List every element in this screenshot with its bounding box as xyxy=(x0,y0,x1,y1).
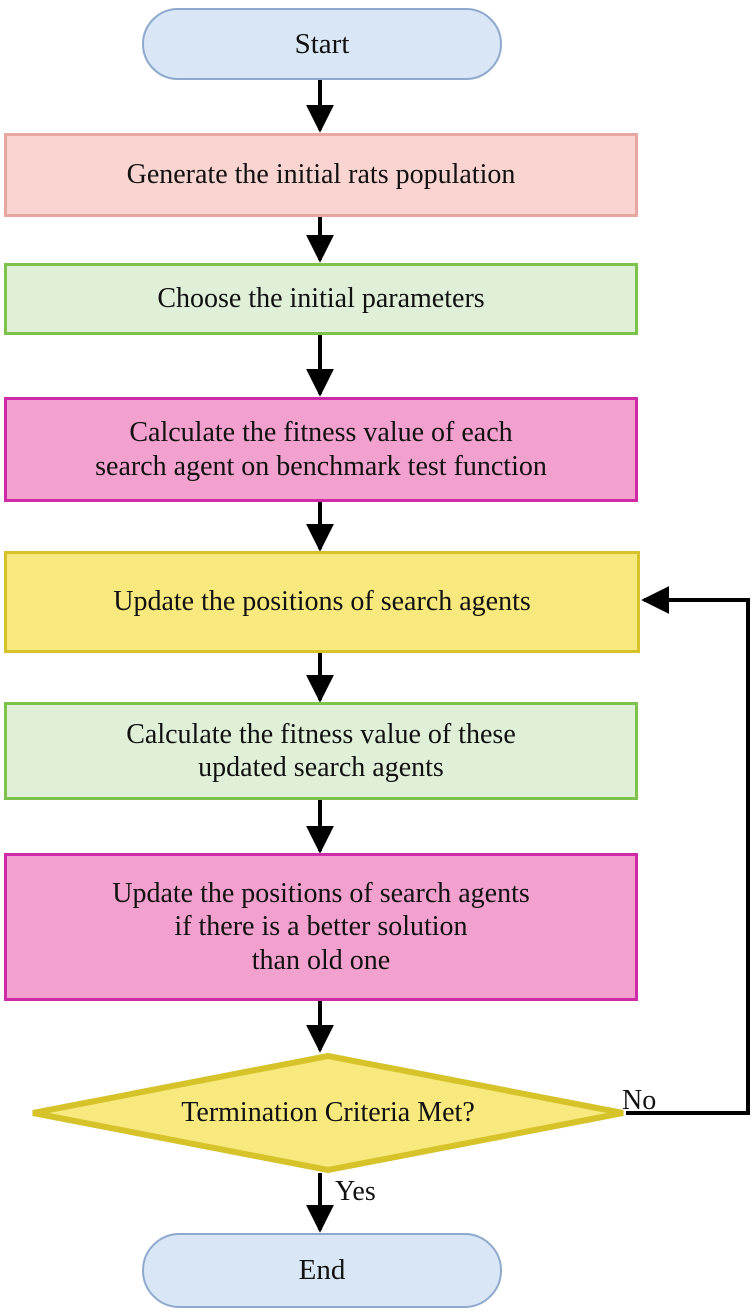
node-termination-decision-label: Termination Criteria Met? xyxy=(181,1097,475,1128)
edge-label-yes: Yes xyxy=(335,1176,376,1208)
node-update-positions-label: Update the positions of search agents xyxy=(113,586,531,618)
node-calculate-updated-fitness[interactable]: Calculate the fitness value of these upd… xyxy=(4,702,638,800)
node-generate-population[interactable]: Generate the initial rats population xyxy=(4,133,638,217)
node-update-if-better-label: Update the positions of search agents if… xyxy=(112,878,530,976)
node-choose-parameters-label: Choose the initial parameters xyxy=(157,283,485,315)
node-calculate-fitness-label: Calculate the fitness value of each sear… xyxy=(95,417,547,482)
edge-label-no: No xyxy=(622,1085,656,1117)
node-start[interactable]: Start xyxy=(142,8,502,80)
edge-label-no-text: No xyxy=(622,1085,657,1116)
node-termination-decision[interactable]: Termination Criteria Met? xyxy=(30,1053,626,1173)
node-end-label: End xyxy=(298,1254,346,1287)
node-calculate-updated-fitness-label: Calculate the fitness value of these upd… xyxy=(126,718,516,783)
node-generate-population-label: Generate the initial rats population xyxy=(126,159,516,191)
node-start-label: Start xyxy=(294,27,350,60)
node-update-if-better[interactable]: Update the positions of search agents if… xyxy=(4,853,638,1001)
node-update-positions[interactable]: Update the positions of search agents xyxy=(4,551,640,653)
decision-diamond-shape xyxy=(32,1053,624,1173)
connector-decision-no-feedback xyxy=(626,586,750,1115)
node-choose-parameters[interactable]: Choose the initial parameters xyxy=(4,263,638,335)
edge-label-yes-text: Yes xyxy=(335,1176,376,1207)
node-calculate-fitness[interactable]: Calculate the fitness value of each sear… xyxy=(4,397,638,502)
node-end[interactable]: End xyxy=(142,1233,502,1308)
